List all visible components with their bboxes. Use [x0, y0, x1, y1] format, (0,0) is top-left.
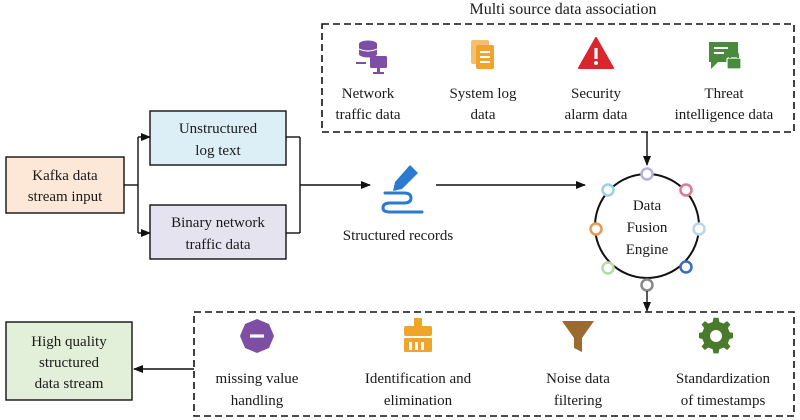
source-syslog-line2: data — [471, 107, 496, 123]
engine-node — [679, 183, 693, 197]
engine-node — [640, 167, 654, 181]
proc-ident-line2: elimination — [384, 393, 453, 409]
source-network-line1: Network — [342, 86, 395, 102]
network-traffic-icon — [356, 40, 387, 74]
kafka-input-box — [5, 156, 125, 214]
output-line3: data stream — [35, 376, 104, 392]
binary-line1: Binary network — [171, 215, 265, 231]
pen-write-icon — [381, 165, 424, 214]
engine-node — [601, 183, 615, 197]
proc-time-line1: Standardization — [676, 371, 771, 387]
alarm-warning-icon — [578, 37, 614, 69]
unstructured-log-box — [149, 110, 287, 166]
binary-line2: traffic data — [185, 237, 250, 253]
engine-node — [679, 260, 693, 274]
source-threat-line2: intelligence data — [675, 107, 774, 123]
engine-node — [601, 261, 615, 275]
multi-source-box — [321, 23, 795, 133]
source-security-line2: alarm data — [565, 107, 628, 123]
filter-funnel-icon — [562, 321, 594, 352]
proc-missing-line2: handling — [231, 393, 284, 409]
source-security-line1: Security — [571, 86, 621, 102]
proc-noise-line2: filtering — [554, 393, 603, 409]
output-line1: High quality — [31, 334, 107, 350]
source-syslog-line1: System log — [449, 86, 517, 102]
kafka-input-line1: Kafka data — [32, 168, 98, 184]
source-threat-line1: Threat — [704, 86, 744, 102]
engine-node — [692, 222, 706, 236]
proc-ident-line1: Identification and — [365, 371, 472, 387]
unstructured-line1: Unstructured — [179, 121, 258, 137]
document-stack-icon — [471, 40, 494, 69]
diagram-title: Multi source data association — [469, 1, 656, 18]
threat-intel-icon — [709, 42, 742, 70]
structured-records-label: Structured records — [343, 228, 454, 244]
source-network-line2: traffic data — [335, 107, 400, 123]
output-line2: structured — [39, 355, 99, 371]
engine-node — [640, 278, 654, 292]
binary-traffic-box — [149, 204, 287, 260]
engine-line3: Engine — [626, 242, 669, 258]
proc-noise-line1: Noise data — [546, 371, 610, 387]
kafka-input-line2: stream input — [28, 189, 103, 205]
engine-line2: Fusion — [627, 220, 668, 236]
engine-line1: Data — [633, 198, 662, 214]
gear-icon — [699, 317, 733, 354]
processing-box — [193, 311, 795, 417]
unstructured-line2: log text — [195, 143, 241, 159]
proc-missing-line1: missing value — [216, 371, 299, 387]
proc-time-line2: of timestamps — [681, 393, 766, 409]
output-box — [5, 321, 133, 401]
identification-icon — [404, 318, 432, 352]
missing-value-icon — [240, 319, 274, 353]
engine-node — [589, 222, 603, 236]
